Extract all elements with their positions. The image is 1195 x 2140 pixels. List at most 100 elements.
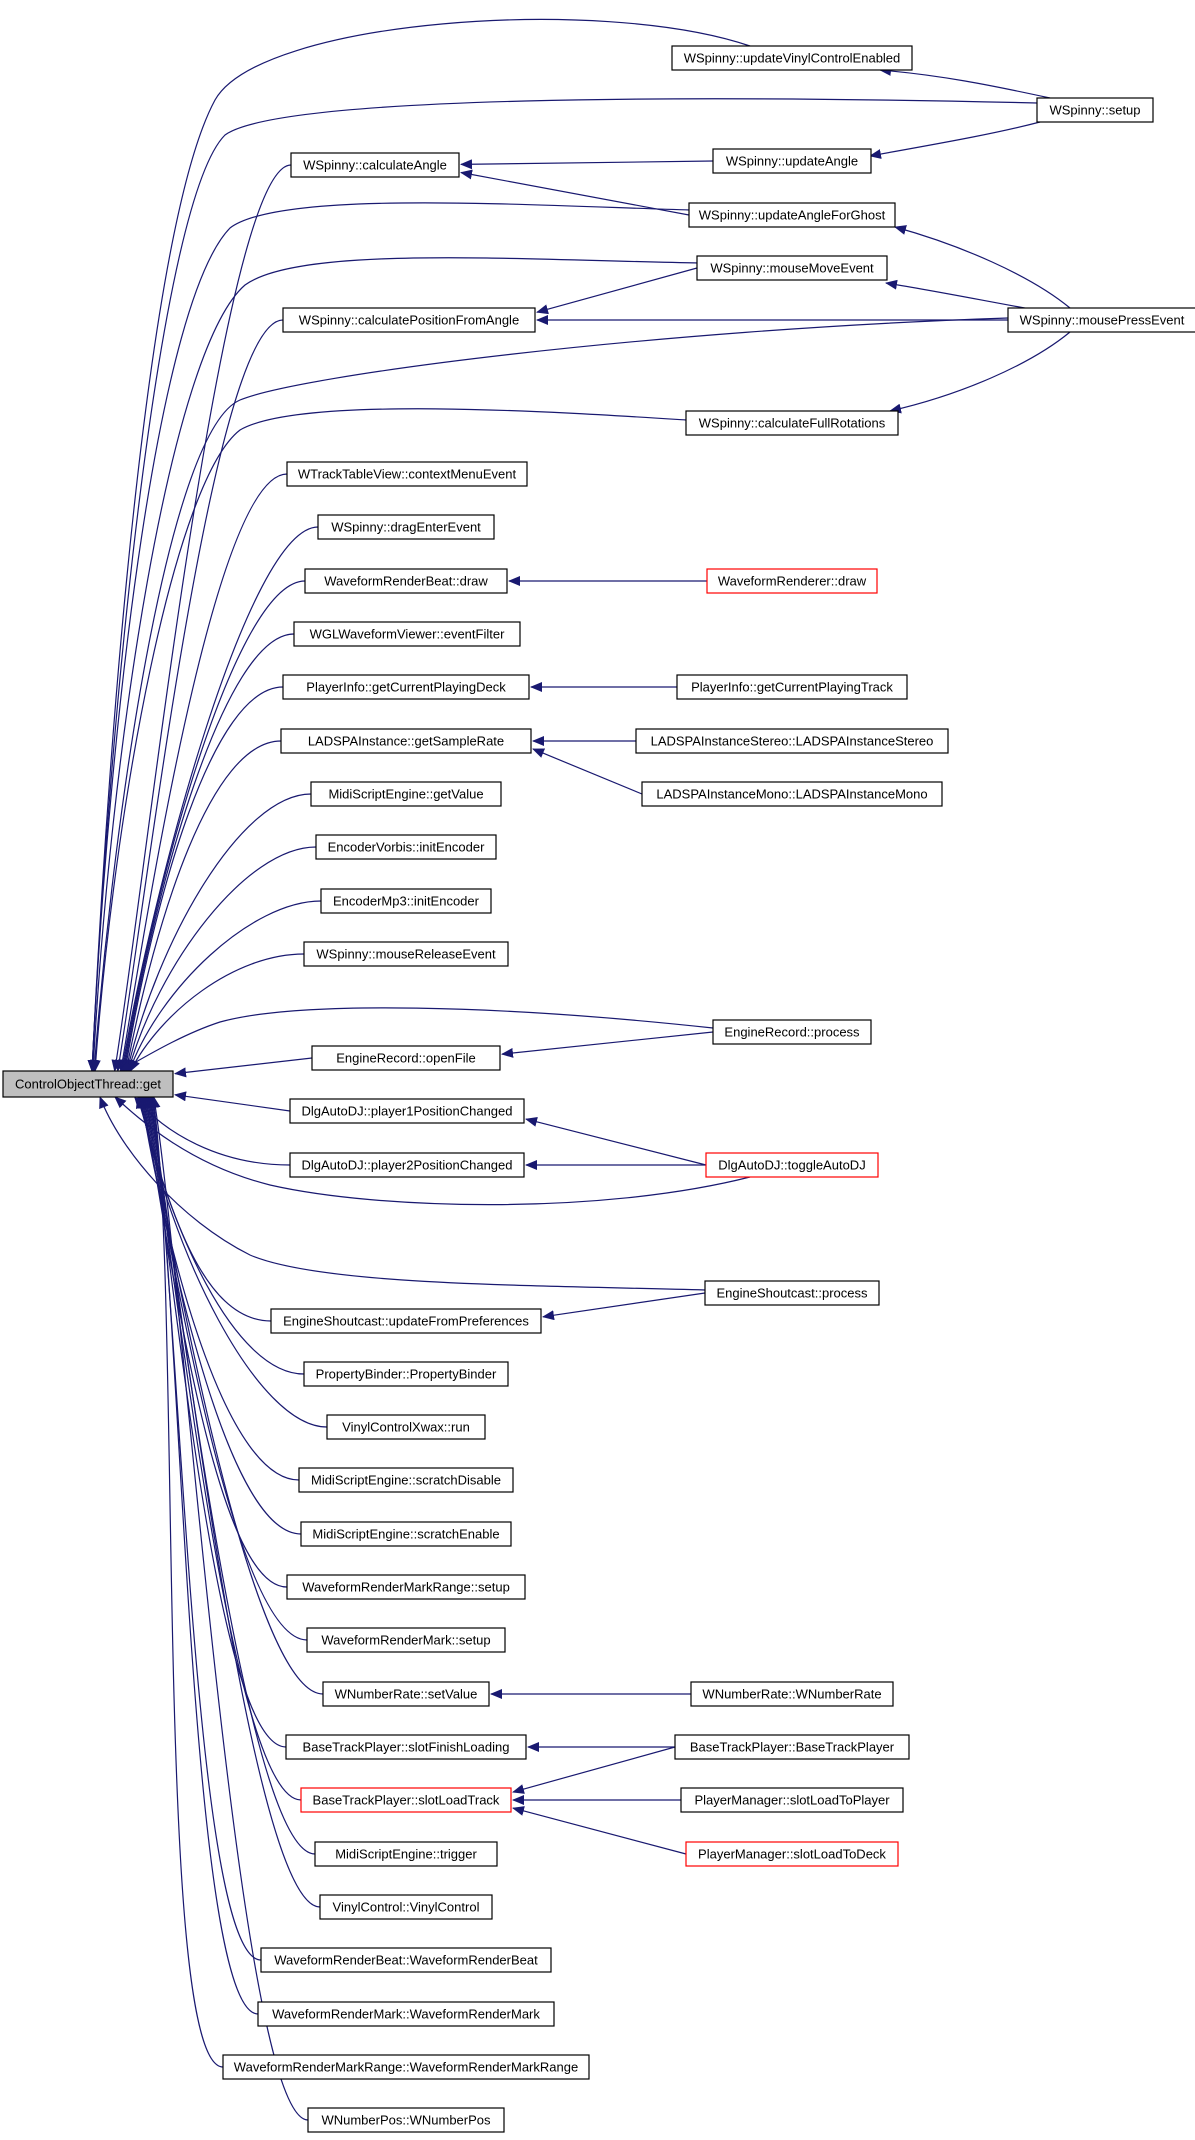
- node-enginerecord-openfile[interactable]: EngineRecord::openFile: [311, 1045, 501, 1071]
- node-playermanager-slotloadtoplayer[interactable]: PlayerManager::slotLoadToPlayer: [680, 1787, 904, 1813]
- node-playerinfo-getcurrentplayingtrack[interactable]: PlayerInfo::getCurrentPlayingTrack: [676, 674, 908, 700]
- node-wnumberpos-wnumberpos[interactable]: WNumberPos::WNumberPos: [307, 2107, 505, 2133]
- node-ladspainstancemono-ladspainstancemono[interactable]: LADSPAInstanceMono::LADSPAInstanceMono: [641, 781, 943, 807]
- node-wspinny-calculatefullrotations[interactable]: WSpinny::calculateFullRotations: [685, 410, 899, 436]
- node-box: [307, 2107, 505, 2133]
- edge-mouseMove-to-calcPos: [536, 267, 698, 315]
- node-enginerecord-process[interactable]: EngineRecord::process: [712, 1019, 872, 1045]
- node-waveformrendermark-waveformrendermark[interactable]: WaveformRenderMark::WaveformRenderMark: [257, 2001, 555, 2027]
- node-box: [289, 1098, 525, 1124]
- node-box: [300, 1521, 512, 1547]
- node-label: EncoderVorbis::initEncoder: [328, 840, 485, 855]
- edge-calcPos-to-root: [114, 319, 284, 1072]
- node-wspinny-mousemoveevent[interactable]: WSpinny::mouseMoveEvent: [696, 255, 888, 281]
- node-dlgautodj-player2positionchanged[interactable]: DlgAutoDJ::player2PositionChanged: [289, 1152, 525, 1178]
- node-label: WSpinny::mousePressEvent: [1020, 313, 1185, 328]
- node-wspinny-mousereleaseevent[interactable]: WSpinny::mouseReleaseEvent: [303, 941, 509, 967]
- node-wspinny-dragenterevent[interactable]: WSpinny::dragEnterEvent: [317, 514, 495, 540]
- edge-layer: [87, 18, 1071, 2121]
- node-wspinny-mousepressevent[interactable]: WSpinny::mousePressEvent: [1007, 307, 1195, 333]
- node-box: [286, 461, 528, 487]
- node-label: BaseTrackPlayer::BaseTrackPlayer: [690, 1740, 895, 1755]
- node-label: EncoderMp3::initEncoder: [333, 894, 480, 909]
- edge-sampleRate-to-root: [123, 740, 282, 1072]
- node-vinylcontrolxwax-run[interactable]: VinylControlXwax::run: [326, 1414, 486, 1440]
- node-layer: ControlObjectThread::get WSpinny::calcula…: [2, 45, 1195, 2133]
- node-label: WNumberPos::WNumberPos: [321, 2113, 491, 2128]
- node-ladspainstance-getsamplerate[interactable]: LADSPAInstance::getSampleRate: [280, 728, 532, 754]
- node-dlgautodj-player1positionchanged[interactable]: DlgAutoDJ::player1PositionChanged: [289, 1098, 525, 1124]
- node-label: MidiScriptEngine::getValue: [328, 787, 483, 802]
- edge-eventFilter-to-root: [120, 633, 295, 1072]
- node-box: [1036, 97, 1154, 123]
- node-basetrackplayer-slotloadtrack[interactable]: BaseTrackPlayer::slotLoadTrack: [300, 1787, 512, 1813]
- node-box: [285, 1734, 527, 1760]
- node-wspinny-setup[interactable]: WSpinny::setup: [1036, 97, 1154, 123]
- node-vinylcontrol-vinylcontrol[interactable]: VinylControl::VinylControl: [319, 1894, 493, 1920]
- node-waveformrenderbeat-draw[interactable]: WaveformRenderBeat::draw: [304, 568, 508, 594]
- edge-setup-to-updVinyl: [879, 65, 1051, 99]
- node-wspinny-updateangleforghost[interactable]: WSpinny::updateAngleForGhost: [688, 202, 896, 228]
- node-wspinny-updatevinylcontrolenabled[interactable]: WSpinny::updateVinylControlEnabled: [671, 45, 913, 71]
- node-box: [303, 941, 509, 967]
- edge-recProcess-to-openFile: [501, 1031, 714, 1058]
- edge-shoutProcess-to-root: [99, 1096, 706, 1291]
- node-label: EngineRecord::process: [724, 1025, 860, 1040]
- node-label: WaveformRenderMarkRange::WaveformRenderM…: [234, 2060, 578, 2075]
- node-label: DlgAutoDJ::toggleAutoDJ: [718, 1158, 865, 1173]
- node-wspinny-updateangle[interactable]: WSpinny::updateAngle: [712, 148, 872, 174]
- node-label: EngineShoutcast::updateFromPreferences: [283, 1314, 529, 1329]
- edge-wrmSetup-to-root: [140, 1096, 308, 1641]
- node-engineshoutcast-updatefrompreferences[interactable]: EngineShoutcast::updateFromPreferences: [270, 1308, 542, 1334]
- edge-mouseRelease-to-root: [129, 953, 305, 1072]
- node-encodermp3-initencoder[interactable]: EncoderMp3::initEncoder: [320, 888, 492, 914]
- root-node[interactable]: ControlObjectThread::get: [2, 1070, 174, 1098]
- node-label: WaveformRenderer::draw: [718, 574, 867, 589]
- node-box: [286, 1574, 526, 1600]
- node-ladspainstancestereo-ladspainstancestereo[interactable]: LADSPAInstanceStereo::LADSPAInstanceSter…: [635, 728, 949, 754]
- node-label: LADSPAInstanceStereo::LADSPAInstanceSter…: [651, 734, 934, 749]
- node-wnumberrate-setvalue[interactable]: WNumberRate::setValue: [322, 1681, 490, 1707]
- node-basetrackplayer-basetrackplayer[interactable]: BaseTrackPlayer::BaseTrackPlayer: [674, 1734, 910, 1760]
- node-wspinny-calculateangle[interactable]: WSpinny::calculateAngle: [290, 152, 460, 178]
- node-encodervorbis-initencoder[interactable]: EncoderVorbis::initEncoder: [315, 834, 497, 860]
- node-waveformrendermarkrange-setup[interactable]: WaveformRenderMarkRange::setup: [286, 1574, 526, 1600]
- node-label: WaveformRenderMarkRange::setup: [302, 1580, 510, 1595]
- node-wglwaveformviewer-eventfilter[interactable]: WGLWaveformViewer::eventFilter: [293, 621, 521, 647]
- node-box: [303, 1361, 509, 1387]
- node-playerinfo-getcurrentplayingdeck[interactable]: PlayerInfo::getCurrentPlayingDeck: [282, 674, 530, 700]
- node-engineshoutcast-process[interactable]: EngineShoutcast::process: [704, 1280, 880, 1306]
- edge-finishLoad-to-root: [143, 1096, 287, 1748]
- node-wspinny-calculatepositionfromangle[interactable]: WSpinny::calculatePositionFromAngle: [282, 307, 536, 333]
- node-waveformrenderer-draw[interactable]: WaveformRenderer::draw: [706, 568, 878, 594]
- node-propertybinder-propertybinder[interactable]: PropertyBinder::PropertyBinder: [303, 1361, 509, 1387]
- node-box: [712, 148, 872, 174]
- node-box: [289, 1152, 525, 1178]
- node-label: PlayerManager::slotLoadToPlayer: [694, 1793, 890, 1808]
- node-wnumberrate-wnumberrate[interactable]: WNumberRate::WNumberRate: [690, 1681, 894, 1707]
- node-box: [310, 781, 502, 807]
- node-wtracktableview-contextmenuevent[interactable]: WTrackTableView::contextMenuEvent: [286, 461, 528, 487]
- node-midiscriptengine-scratchdisable[interactable]: MidiScriptEngine::scratchDisable: [298, 1467, 514, 1493]
- node-waveformrenderbeat-waveformrenderbeat[interactable]: WaveformRenderBeat::WaveformRenderBeat: [260, 1947, 552, 1973]
- edge-updGhost-to-calcAngle: [460, 169, 690, 216]
- node-midiscriptengine-trigger[interactable]: MidiScriptEngine::trigger: [314, 1841, 498, 1867]
- node-waveformrendermarkrange-waveformrendermarkrange[interactable]: WaveformRenderMarkRange::WaveformRenderM…: [222, 2054, 590, 2080]
- edge-updAngle-to-calcAngle: [460, 159, 714, 170]
- node-label: WTrackTableView::contextMenuEvent: [298, 467, 517, 482]
- node-dlgautodj-toggleautodj[interactable]: DlgAutoDJ::toggleAutoDJ: [705, 1152, 879, 1178]
- node-midiscriptengine-scratchenable[interactable]: MidiScriptEngine::scratchEnable: [300, 1521, 512, 1547]
- node-waveformrendermark-setup[interactable]: WaveformRenderMark::setup: [306, 1627, 506, 1653]
- node-label: VinylControl::VinylControl: [333, 1900, 480, 1915]
- node-box: [315, 834, 497, 860]
- edge-mouseMove-to-root: [88, 257, 701, 1072]
- node-label: WNumberRate::setValue: [335, 1687, 478, 1702]
- edge-loadToDeck-to-loadTrack: [512, 1806, 687, 1855]
- node-midiscriptengine-getvalue[interactable]: MidiScriptEngine::getValue: [310, 781, 502, 807]
- node-label: WSpinny::updateVinylControlEnabled: [684, 51, 901, 66]
- node-playermanager-slotloadtodeck[interactable]: PlayerManager::slotLoadToDeck: [685, 1841, 899, 1867]
- edge-ladMono-to-sampleRate: [532, 748, 643, 795]
- node-label: WSpinny::mouseMoveEvent: [710, 261, 874, 276]
- node-basetrackplayer-slotfinishloading[interactable]: BaseTrackPlayer::slotFinishLoading: [285, 1734, 527, 1760]
